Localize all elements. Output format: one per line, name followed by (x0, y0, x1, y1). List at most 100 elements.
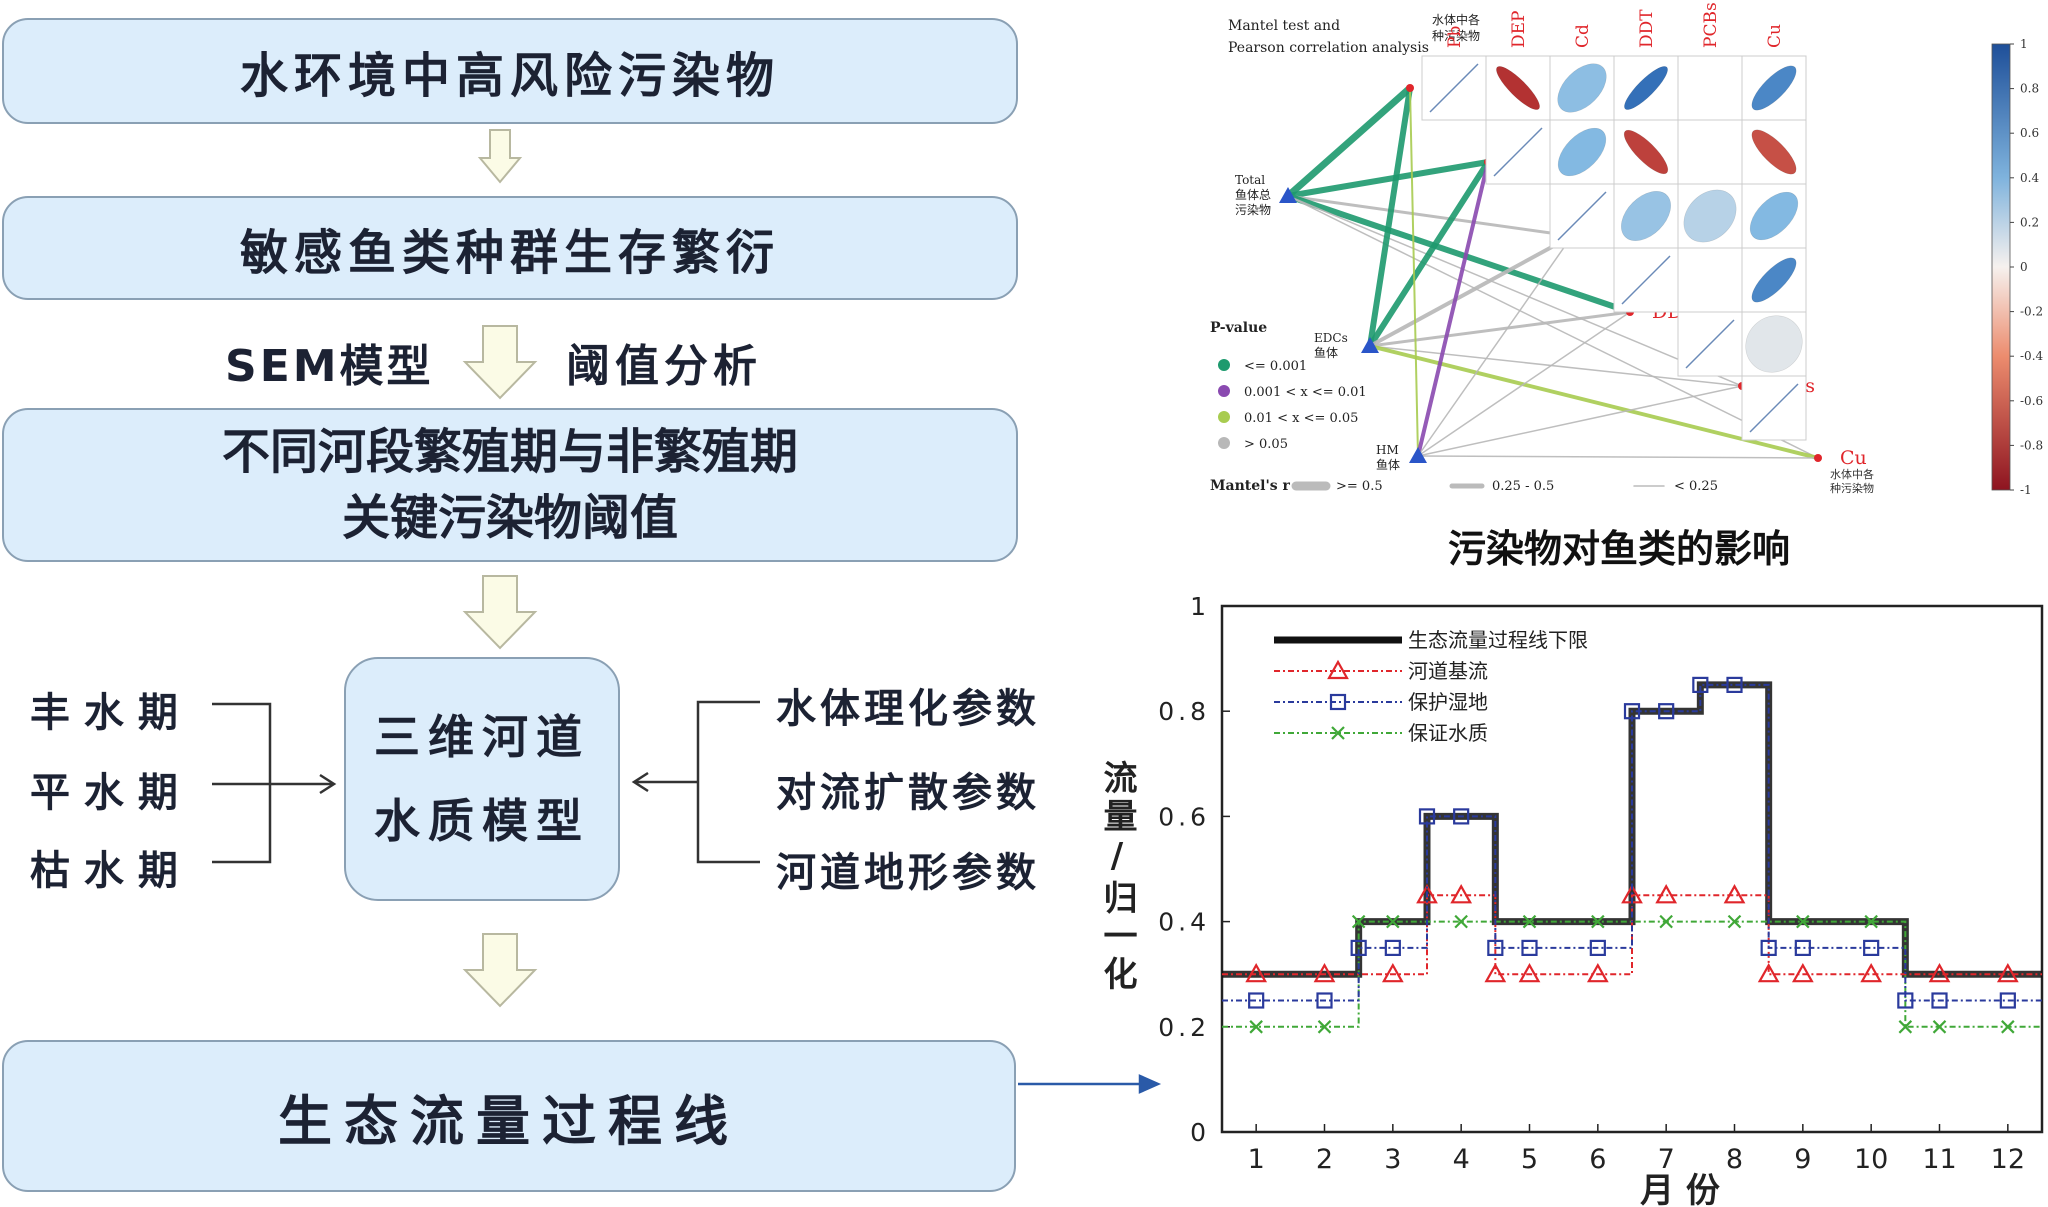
flow-box-pollutants: 水环境中高风险污染物 (2, 18, 1018, 124)
source-node-label: 鱼体总 (1235, 188, 1271, 202)
corr-ellipse-cd-cu (1749, 191, 1799, 241)
series-2 (1222, 676, 2042, 1009)
series-marker-x (1727, 914, 1742, 929)
arrow-down-4 (462, 933, 538, 1008)
pvalue-title: P-value (1210, 320, 1267, 336)
chart-x-tick-label: 11 (1922, 1144, 1956, 1175)
matrix-cell (1677, 247, 1743, 313)
corr-ellipse-cd-ddt (1621, 191, 1671, 241)
series-marker-triangle (1860, 962, 1883, 983)
matrix-cell (1677, 119, 1743, 185)
cu-sublabel-line1: 水体中各 (1830, 467, 1874, 481)
source-node-label: 污染物 (1235, 202, 1271, 217)
flow-box-threshold-line1: 不同河段繁殖期与非繁殖期 (221, 424, 798, 480)
matrix-diagonal-line (1557, 191, 1607, 241)
corner-label-line1: 水体中各 (1432, 12, 1480, 27)
series-marker-triangle (1518, 962, 1541, 983)
flow-box-eco-flow-text: 生态流量过程线 (278, 1089, 740, 1153)
source-node-label: 鱼体 (1314, 346, 1338, 360)
series-marker-x (1331, 726, 1345, 740)
right-bracket-arrowhead (631, 771, 649, 793)
left-input-normal: 平 水 期 (30, 770, 178, 816)
chart-ylabel: 流量/归一化 (1097, 760, 1142, 994)
series-marker-triangle (1450, 884, 1473, 904)
series-marker-x (1522, 914, 1537, 929)
legend-label-2: 保护湿地 (1408, 690, 1488, 714)
series-marker-square (1623, 703, 1641, 720)
colorbar-tick-label: 0.4 (2020, 171, 2039, 185)
colorbar-tick-label: -1 (2020, 483, 2032, 497)
pvalue-label: <= 0.001 (1244, 359, 1307, 374)
water-quality-model-box: 三维河道 水质模型 (344, 657, 620, 901)
mantel-correlation-figure: Mantel test and Pearson correlation anal… (1210, 2, 2044, 497)
series-marker-x (1351, 914, 1366, 929)
target-node-pb (1406, 84, 1414, 92)
mantel-link (1416, 160, 1490, 458)
mantel-link (1417, 311, 1631, 457)
right-input-terrain: 河道地形参数 (776, 850, 1040, 896)
source-node-triangle (1361, 337, 1379, 353)
chart-x-tick-label: 5 (1521, 1144, 1538, 1175)
mantel-title-line2: Pearson correlation analysis (1228, 40, 1429, 56)
to-chart-arrowhead (1138, 1074, 1162, 1094)
chart-x-tick-label: 10 (1854, 1144, 1888, 1175)
series-marker-square (1931, 992, 1948, 1009)
corr-ellipse-pcbs-cu (1745, 315, 1803, 373)
pvalue-swatch (1218, 411, 1230, 423)
series-marker-x (1386, 914, 1400, 929)
colorbar-tick-label: -0.6 (2020, 394, 2043, 408)
colorbar-tick-label: 0.2 (2020, 215, 2039, 229)
series-marker-square (1692, 676, 1709, 694)
series-marker-square (1350, 939, 1367, 956)
left-bracket-arrowhead (319, 773, 337, 795)
legend-label-1: 河道基流 (1408, 659, 1488, 683)
mantel-link (1287, 195, 1819, 459)
matrix-diagonal-line (1749, 383, 1799, 433)
left-bracket (212, 702, 272, 864)
series-marker-triangle (1313, 962, 1336, 983)
series-marker-square (1760, 939, 1777, 956)
matrix-cell (1677, 55, 1743, 121)
mantel-r-label: < 0.25 (1674, 479, 1718, 494)
source-node-triangle (1279, 187, 1297, 203)
corr-ellipse-pb-cd (1557, 63, 1607, 113)
legend-label-3: 保证水质 (1408, 721, 1488, 745)
mantel-link (1285, 159, 1491, 199)
series-marker-triangle (1723, 884, 1746, 904)
pvalue-swatch (1218, 359, 1230, 371)
series-marker-square (1521, 939, 1538, 956)
series-marker-x (1249, 1020, 1263, 1034)
colorbar-tick-label: -0.8 (2020, 438, 2043, 452)
mantel-link (1409, 87, 1419, 457)
arrow-down-2 (462, 325, 538, 400)
series-marker-square (1384, 939, 1401, 956)
series-marker-triangle (1586, 962, 1609, 983)
series-marker-square (1453, 808, 1470, 825)
mantel-link (1417, 455, 1819, 459)
series-marker-triangle (1655, 884, 1678, 904)
mantel-title-line1: Mantel test and (1228, 18, 1340, 34)
pvalue-label: 0.01 < x <= 0.05 (1244, 411, 1358, 426)
cu-sublabel-line2: 种污染物 (1830, 481, 1874, 495)
flow-box-fish: 敏感鱼类种群生存繁衍 (2, 196, 1018, 300)
series-marker-x (2001, 1020, 2015, 1034)
series-marker-triangle (1757, 962, 1780, 983)
source-node-label: HM (1376, 443, 1399, 457)
mantel-link (1417, 385, 1743, 457)
series-marker-x (1898, 1020, 1913, 1034)
series-marker-triangle (1381, 962, 1404, 983)
source-node-label: EDCs (1314, 331, 1348, 345)
corr-ellipse-dep-cd (1557, 127, 1607, 177)
matrix-col-label-pcbs: PCBs (1701, 2, 1721, 48)
right-bracket (696, 700, 760, 864)
corr-ellipse-dep-cu (1751, 129, 1797, 175)
series-marker-square (1487, 939, 1504, 956)
series-marker-square (1316, 992, 1333, 1009)
series-marker-square (1726, 676, 1743, 694)
mantel-link (1367, 85, 1413, 349)
matrix-col-label-ddt: DDT (1637, 9, 1657, 48)
matrix-col-label-pb: Pb (1445, 26, 1465, 48)
colorbar-tick-label: 0.6 (2020, 126, 2039, 140)
flow-box-eco-flow: 生态流量过程线 (2, 1040, 1016, 1192)
model-box-line2: 水质模型 (374, 794, 590, 848)
